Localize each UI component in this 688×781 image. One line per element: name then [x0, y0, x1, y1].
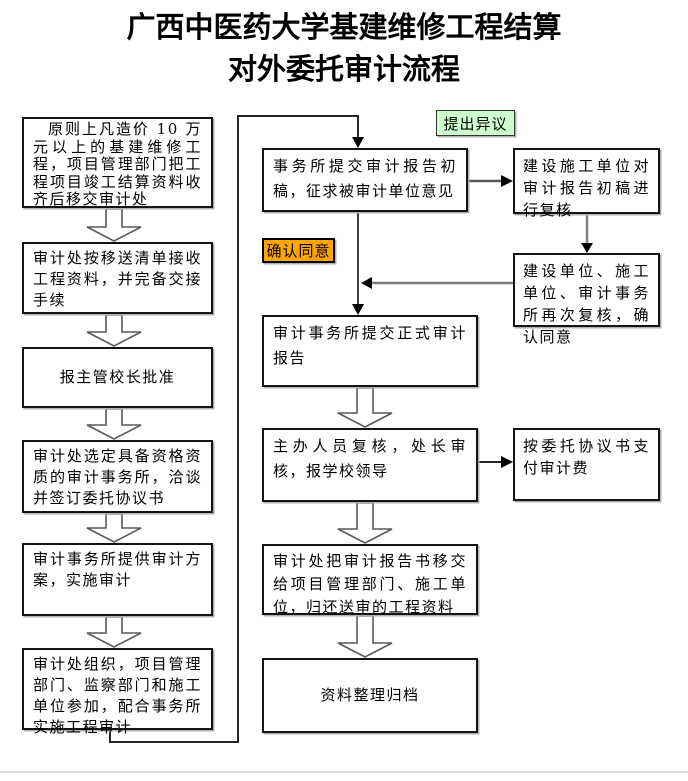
- flow-node-collect-materials: 原则上凡造价 10 万元以上的基建维修工程，项目管理部门把工程项目竣工结算资料收…: [22, 117, 213, 208]
- down-block-arrow: [337, 502, 393, 544]
- page-title-line2: 对外委托审计流程: [227, 52, 460, 86]
- flow-node-select-audit-firm: 审计处选定具备资格资质的审计事务所，洽谈并签订委托协议书: [22, 440, 213, 513]
- flow-node-receive-materials: 审计处按移送清单接收工程资料，并完备交接手续: [22, 242, 213, 314]
- down-block-arrow: [86, 616, 142, 648]
- page-title: 广西中医药大学基建维修工程结算对外委托审计流程: [0, 6, 688, 90]
- arrowhead-right: [501, 175, 513, 187]
- flow-node-archive: 资料整理归档: [262, 658, 478, 733]
- bottom-divider: [0, 771, 688, 773]
- down-block-arrow: [337, 387, 393, 428]
- agree-label-badge: 确认同意: [262, 238, 335, 263]
- down-block-arrow: [86, 513, 142, 543]
- page-title-line1: 广西中医药大学基建维修工程结算: [126, 10, 562, 44]
- down-block-arrow: [86, 208, 142, 242]
- flow-node-audit-plan: 审计事务所提供审计方案，实施审计: [22, 543, 213, 616]
- arrowhead-down: [352, 304, 364, 315]
- objection-label-badge: 提出异议: [436, 110, 515, 136]
- arrowhead-right: [501, 456, 513, 468]
- arrowhead-down: [581, 243, 593, 253]
- down-block-arrow: [86, 314, 142, 347]
- flow-node-draft-report: 事务所提交审计报告初稿，征求被审计单位意见: [262, 148, 468, 212]
- flow-node-joint-recheck: 建设单位、施工单位、审计事务所再次复核，确认同意: [513, 253, 660, 346]
- connector-elbow-line: [109, 115, 359, 743]
- flow-node-internal-review: 主办人员复核，处长审核，报学校领导: [262, 428, 478, 502]
- flow-node-president-approval: 报主管校长批准: [22, 347, 213, 408]
- arrowhead-down: [352, 137, 364, 148]
- flow-node-handover-report: 审计处把审计报告书移交给项目管理部门、施工单位，归还送审的工程资料: [262, 544, 478, 616]
- arrowhead-left: [361, 277, 372, 289]
- down-block-arrow: [86, 408, 142, 440]
- flow-node-organize-audit: 审计处组织，项目管理部门、监察部门和施工单位参加，配合事务所实施工程审计: [22, 648, 213, 736]
- down-block-arrow: [337, 615, 393, 658]
- flow-node-pay-audit-fee: 按委托协议书支付审计费: [513, 428, 660, 501]
- flow-node-final-report: 审计事务所提交正式审计报告: [262, 315, 478, 387]
- flow-node-contractor-recheck: 建设施工单位对审计报告初稿进行复核: [513, 148, 660, 219]
